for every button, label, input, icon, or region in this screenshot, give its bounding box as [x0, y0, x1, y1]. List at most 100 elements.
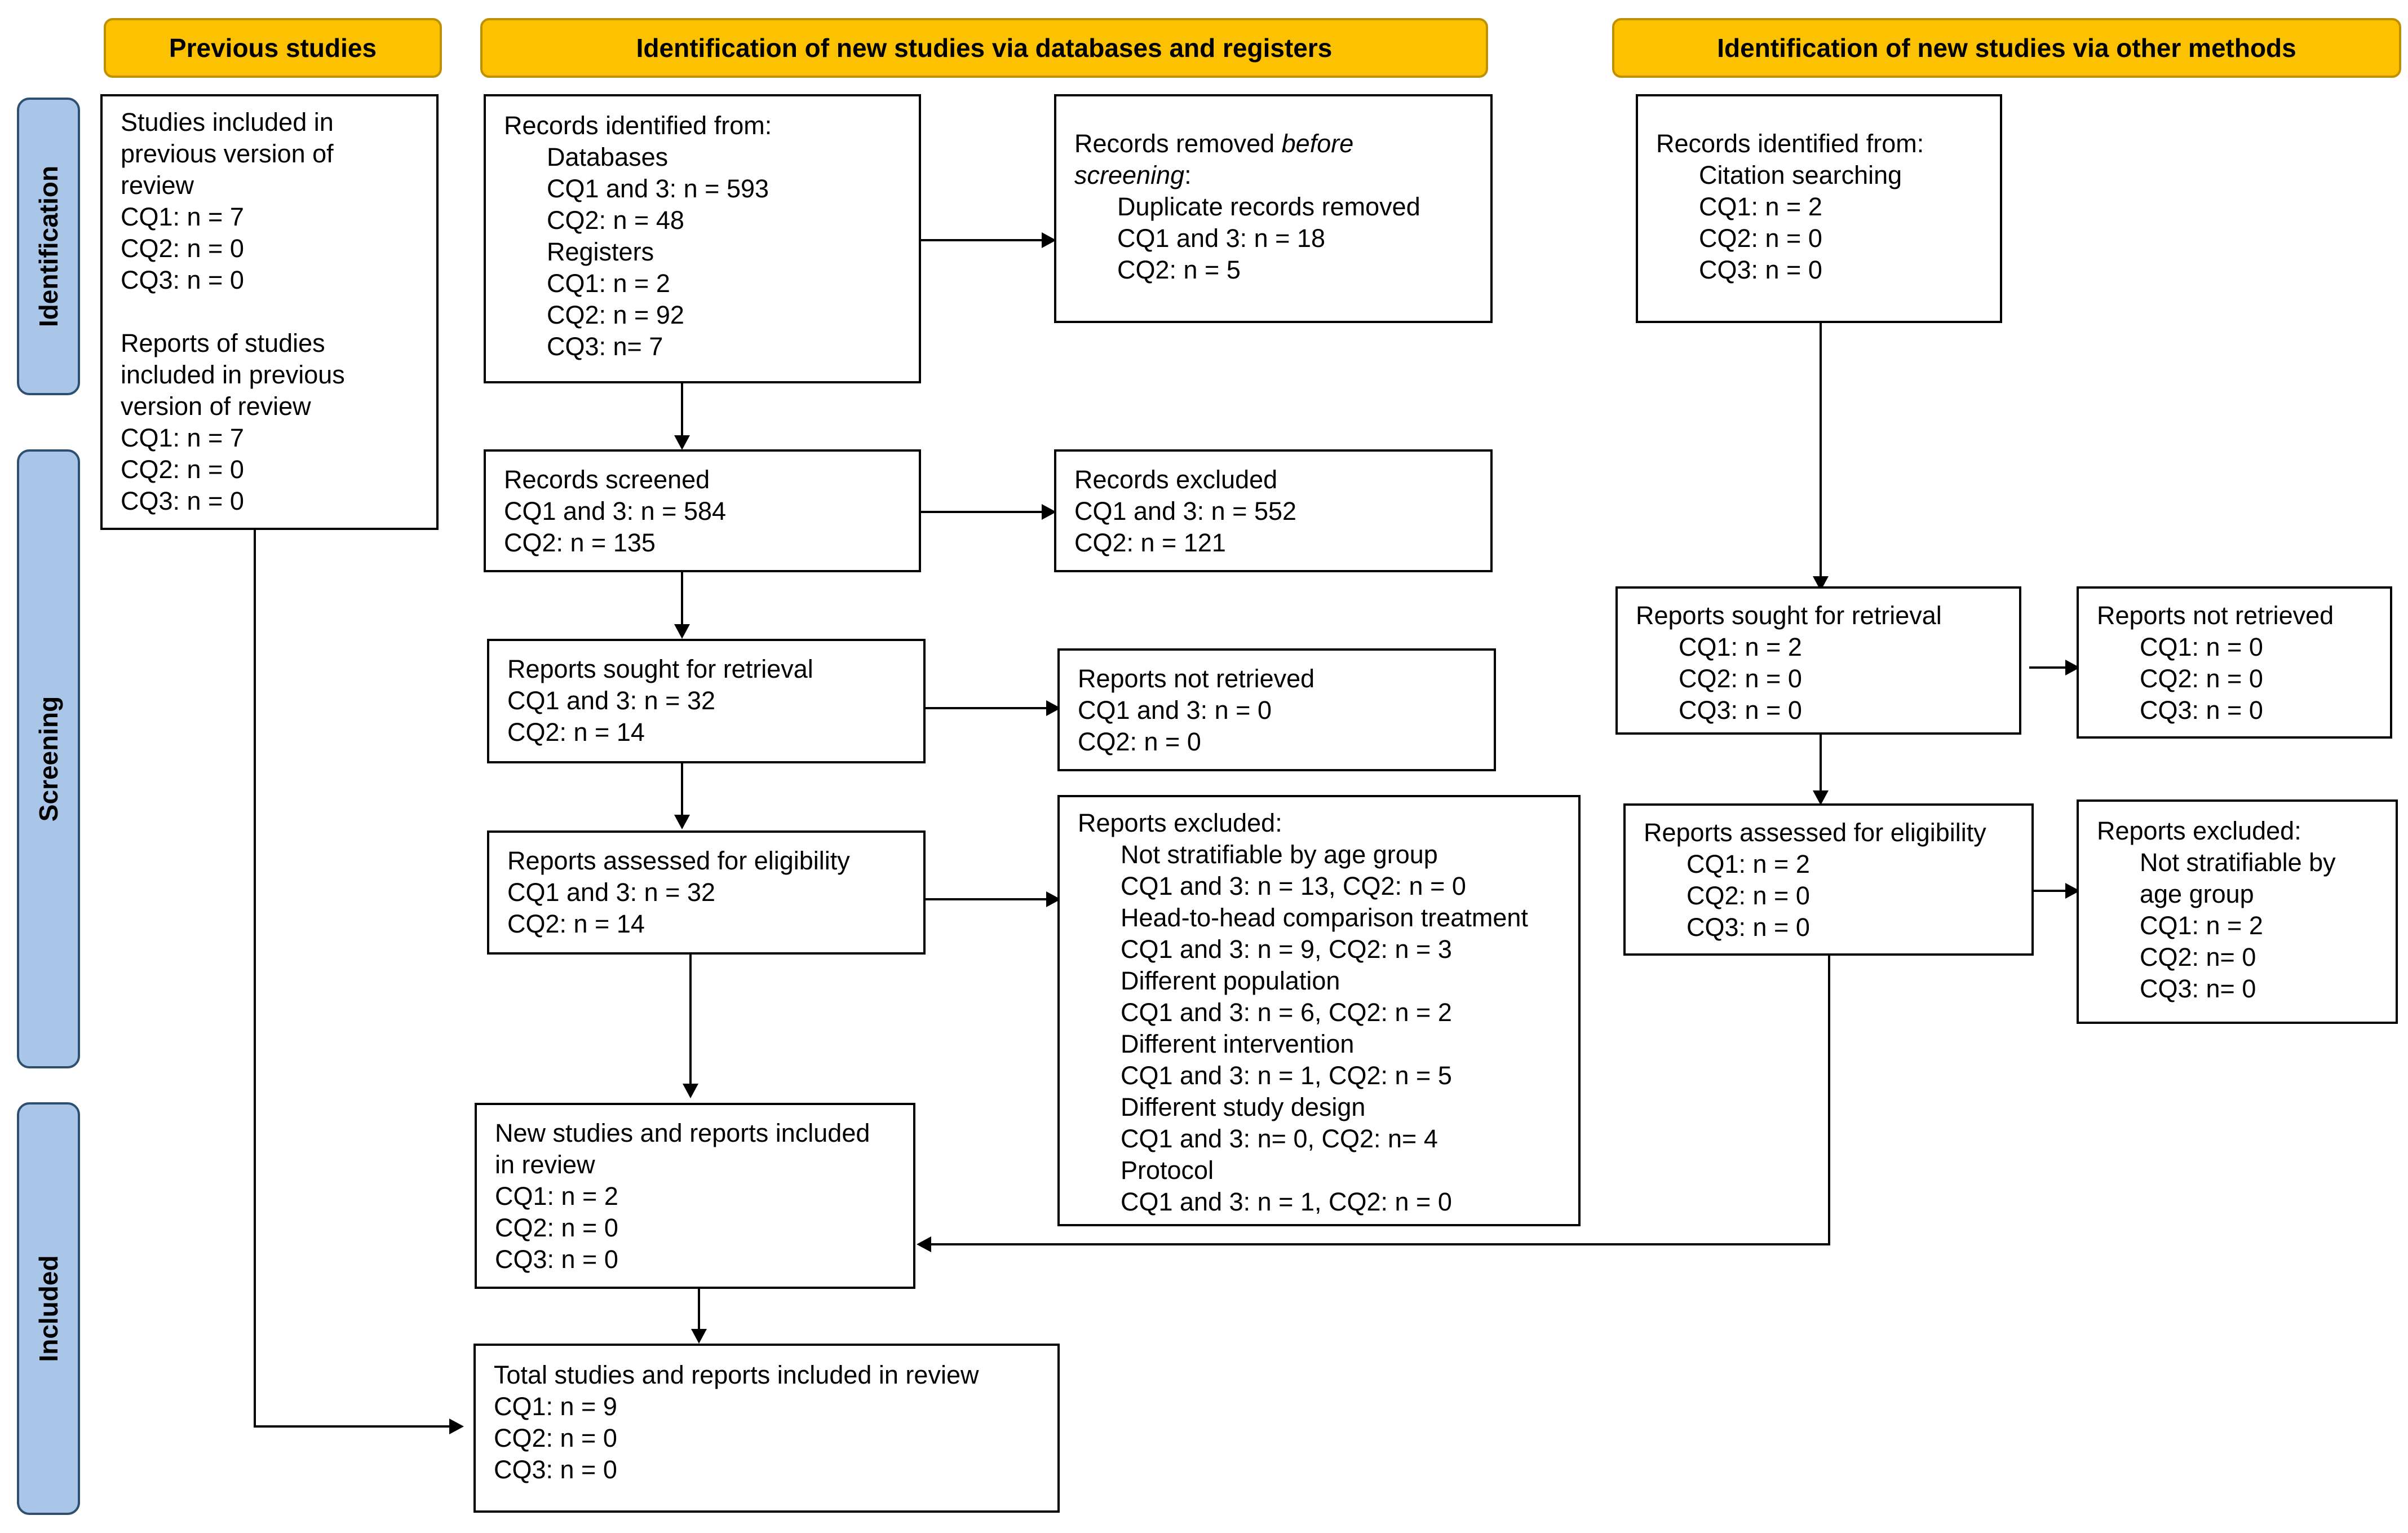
text-line: CQ1: n = 2 [1699, 192, 1822, 221]
text-line: Different intervention [1121, 1030, 1354, 1058]
text-line: Records identified from: [1656, 129, 1924, 158]
text-line: Reports excluded: [2097, 816, 2301, 845]
text-line: CQ1: n = 2 [495, 1182, 618, 1211]
header-databases-label: Identification of new studies via databa… [636, 33, 1333, 63]
text-line: CQ1: n = 2 [1687, 850, 1810, 878]
text-line: CQ1 and 3: n = 6, CQ2: n = 2 [1121, 998, 1452, 1027]
text-line: Different population [1121, 966, 1340, 995]
text-line: CQ2: n = 0 [1687, 881, 1810, 910]
text-line: CQ1: n = 7 [121, 202, 244, 231]
text-line: CQ1: n = 2 [1679, 633, 1802, 661]
box-db-reports-excluded: Reports excluded: Not stratifiable by ag… [1057, 795, 1581, 1226]
stage-identification: Identification [17, 98, 80, 395]
text-line: CQ3: n = 0 [121, 487, 244, 515]
text-span: : [1184, 161, 1192, 189]
text-line: CQ1: n = 2 [547, 269, 670, 298]
arrow-other-assessed-to-new-included [920, 956, 1830, 1245]
text-line: Head-to-head comparison treatment [1121, 903, 1528, 932]
arrowhead [674, 435, 690, 450]
text-line: CQ2: n = 48 [547, 206, 684, 235]
text-italic: before [1281, 129, 1354, 158]
text-line: Reports assessed for eligibility [1644, 818, 1986, 847]
text-line: Records removed before [1074, 128, 1490, 160]
text-line: CQ2: n = 0 [121, 455, 244, 484]
box-new-studies-included: New studies and reports included in revi… [475, 1103, 915, 1289]
stage-identification-label: Identification [34, 165, 63, 328]
box-db-reports-assessed: Reports assessed for eligibility CQ1 and… [487, 830, 926, 955]
text-line: CQ1: n = 7 [121, 423, 244, 452]
arrowhead [691, 1329, 707, 1344]
arrowhead [1813, 576, 1829, 591]
arrowhead [674, 624, 690, 639]
text-line: CQ2: n= 0 [2140, 943, 2256, 971]
arrowhead [917, 1236, 931, 1252]
box-other-reports-excluded: Reports excluded: Not stratifiable by ag… [2077, 799, 2398, 1024]
text-line: Reports excluded: [1078, 809, 1282, 837]
box-db-reports-not-retrieved: Reports not retrieved CQ1 and 3: n = 0 C… [1057, 648, 1496, 771]
text-line: CQ1 and 3: n = 9, CQ2: n = 3 [1121, 935, 1452, 964]
text-line: CQ1 and 3: n = 13, CQ2: n = 0 [1121, 872, 1466, 900]
stage-included: Included [17, 1102, 80, 1515]
text-line: Not stratifiable by age group [1121, 840, 1438, 869]
box-other-reports-not-retrieved: Reports not retrieved CQ1: n = 0 CQ2: n … [2077, 586, 2392, 739]
text-line: CQ2: n = 0 [121, 234, 244, 263]
text-line: Different study design [1121, 1093, 1366, 1121]
text-line: CQ1: n = 2 [2140, 911, 2263, 940]
text-line: CQ1: n = 0 [2140, 633, 2263, 661]
text-line: previous version of [121, 139, 334, 168]
text-line: CQ2: n = 121 [1074, 528, 1226, 557]
text-line: Reports sought for retrieval [507, 655, 813, 683]
text-line: CQ1 and 3: n = 1, CQ2: n = 0 [1121, 1187, 1452, 1216]
arrowhead [2065, 883, 2080, 899]
text-line: Duplicate records removed [1117, 192, 1420, 221]
text-line: CQ2: n = 14 [507, 909, 645, 938]
text-line: CQ2: n = 0 [494, 1424, 617, 1452]
text-line: CQ1 and 3: n = 32 [507, 686, 716, 715]
text-line: Reports not retrieved [2097, 601, 2334, 630]
text-line: CQ3: n = 0 [1679, 696, 1802, 724]
text-line: in review [495, 1150, 595, 1179]
text-line: CQ1 and 3: n= 0, CQ2: n= 4 [1121, 1124, 1438, 1153]
text-line: Not stratifiable by [2140, 848, 2336, 877]
text-line: CQ1 and 3: n = 593 [547, 174, 769, 203]
text-line: CQ1 and 3: n = 584 [504, 497, 727, 525]
text-line: review [121, 171, 194, 200]
text-line: CQ1 and 3: n = 18 [1117, 224, 1326, 253]
arrowhead [1813, 790, 1829, 805]
text-line: CQ1 and 3: n = 0 [1078, 696, 1272, 724]
text-italic: screening [1074, 161, 1185, 189]
arrowhead [449, 1419, 464, 1434]
text-line: CQ3: n = 0 [121, 266, 244, 294]
text-line: Reports of studies [121, 329, 325, 357]
stage-screening: Screening [17, 449, 80, 1068]
text-line: New studies and reports included [495, 1119, 870, 1147]
arrowhead [1046, 891, 1061, 907]
header-previous-studies: Previous studies [104, 18, 442, 78]
box-db-records-excluded: Records excluded CQ1 and 3: n = 552 CQ2:… [1054, 449, 1493, 572]
text-line: CQ1 and 3: n = 32 [507, 878, 716, 907]
box-db-records-identified: Records identified from: Databases CQ1 a… [484, 94, 921, 383]
text-line: included in previous [121, 360, 345, 389]
arrow-previous-to-total [254, 530, 459, 1428]
text-line: CQ2: n = 0 [495, 1213, 618, 1242]
text-line: version of review [121, 392, 311, 421]
text-line: CQ3: n = 0 [2140, 696, 2263, 724]
box-db-reports-sought: Reports sought for retrieval CQ1 and 3: … [487, 639, 926, 763]
text-line: CQ2: n = 92 [547, 301, 684, 329]
text-line: Citation searching [1699, 161, 1902, 189]
text-line: CQ2: n = 0 [2140, 664, 2263, 693]
box-db-records-removed: Records removed before screening: Duplic… [1054, 94, 1493, 323]
arrowhead [674, 815, 690, 829]
arrowhead [1042, 232, 1056, 248]
text-line: CQ3: n = 0 [494, 1455, 617, 1484]
box-db-records-screened: Records screened CQ1 and 3: n = 584 CQ2:… [484, 449, 921, 572]
text-line: Databases [547, 143, 669, 171]
text-line: Reports assessed for eligibility [507, 846, 850, 875]
text-line: CQ2: n = 0 [1679, 664, 1802, 693]
text-line: CQ2: n = 14 [507, 718, 645, 746]
text-line: Records excluded [1074, 465, 1278, 494]
stage-included-label: Included [34, 1255, 63, 1362]
stage-screening-label: Screening [34, 696, 63, 822]
